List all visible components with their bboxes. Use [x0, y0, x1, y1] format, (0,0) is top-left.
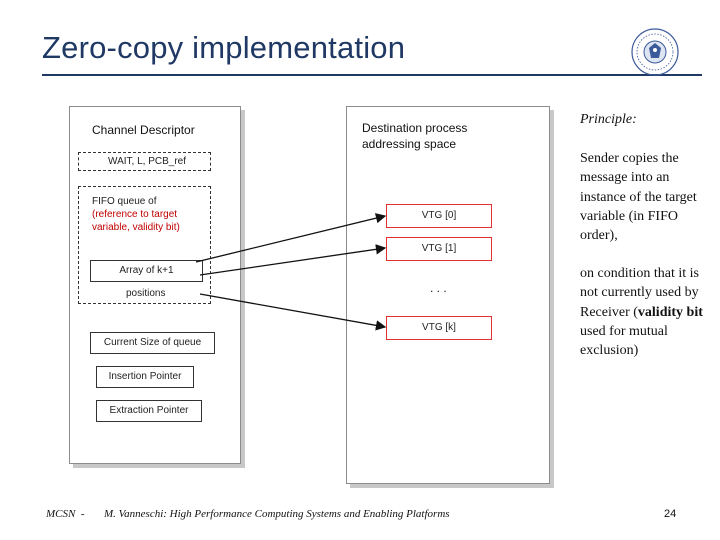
principle-paragraph-2: on condition that it is not currently us… [580, 264, 704, 360]
validity-bit-emphasis: validity bit [637, 304, 703, 320]
fifo-label-line3: variable, validity bit) [92, 222, 180, 233]
channel-descriptor-title: Channel Descriptor [92, 123, 195, 137]
positions-label: positions [126, 288, 166, 299]
principle-paragraph-1: Sender copies the message into an instan… [580, 151, 697, 244]
principle-paragraph-2-start: on condition that it is not currently us… [580, 266, 699, 320]
university-seal-logo [631, 28, 679, 76]
current-size-label: Current Size of queue [103, 337, 202, 348]
array-label: Array of k+1 [119, 265, 174, 276]
fifo-queue-box [78, 186, 211, 304]
fifo-label-line2: (reference to target [92, 209, 178, 220]
descriptor-fields-box [78, 152, 211, 171]
destination-title-line1: Destination process [362, 121, 468, 135]
insertion-pointer-label: Insertion Pointer [108, 371, 182, 382]
arrow-to-vtg-k [199, 293, 387, 331]
vtg-1-box: VTG [1] [386, 237, 492, 261]
destination-title-line2: addressing space [362, 137, 457, 151]
descriptor-fields-label: WAIT, L, PCB_ref [108, 156, 186, 167]
principle-text: Principle: Sender copies the message int… [580, 110, 704, 360]
extraction-pointer-box: Extraction Pointer [96, 400, 202, 422]
footer-left: MCSN - [46, 508, 85, 520]
principle-paragraph-2-end: used for mutual exclusion) [580, 323, 668, 359]
destination-title: Destination process addressing space [362, 120, 467, 152]
vtg-ellipsis: . . . [430, 281, 447, 295]
insertion-pointer-box: Insertion Pointer [96, 366, 194, 388]
current-size-box: Current Size of queue [90, 332, 215, 354]
vtg-0-box: VTG [0] [386, 204, 492, 228]
vtg-0-label: VTG [0] [421, 210, 457, 221]
principle-heading: Principle: [580, 112, 637, 127]
extraction-pointer-label: Extraction Pointer [109, 405, 189, 416]
vtg-1-label: VTG [1] [421, 243, 457, 254]
vtg-k-box: VTG [k] [386, 316, 492, 340]
page-number: 24 [664, 508, 677, 520]
arrow-to-vtg-0 [195, 213, 387, 263]
array-box: Array of k+1 [90, 260, 203, 282]
fifo-label-line1: FIFO queue of [92, 196, 157, 207]
footer-center: M. Vanneschi: High Performance Computing… [104, 508, 450, 520]
slide-title: Zero-copy implementation [42, 30, 406, 65]
arrow-to-vtg-1 [199, 244, 387, 276]
destination-panel [346, 106, 550, 484]
title-divider [42, 74, 702, 76]
vtg-k-label: VTG [k] [422, 322, 456, 333]
